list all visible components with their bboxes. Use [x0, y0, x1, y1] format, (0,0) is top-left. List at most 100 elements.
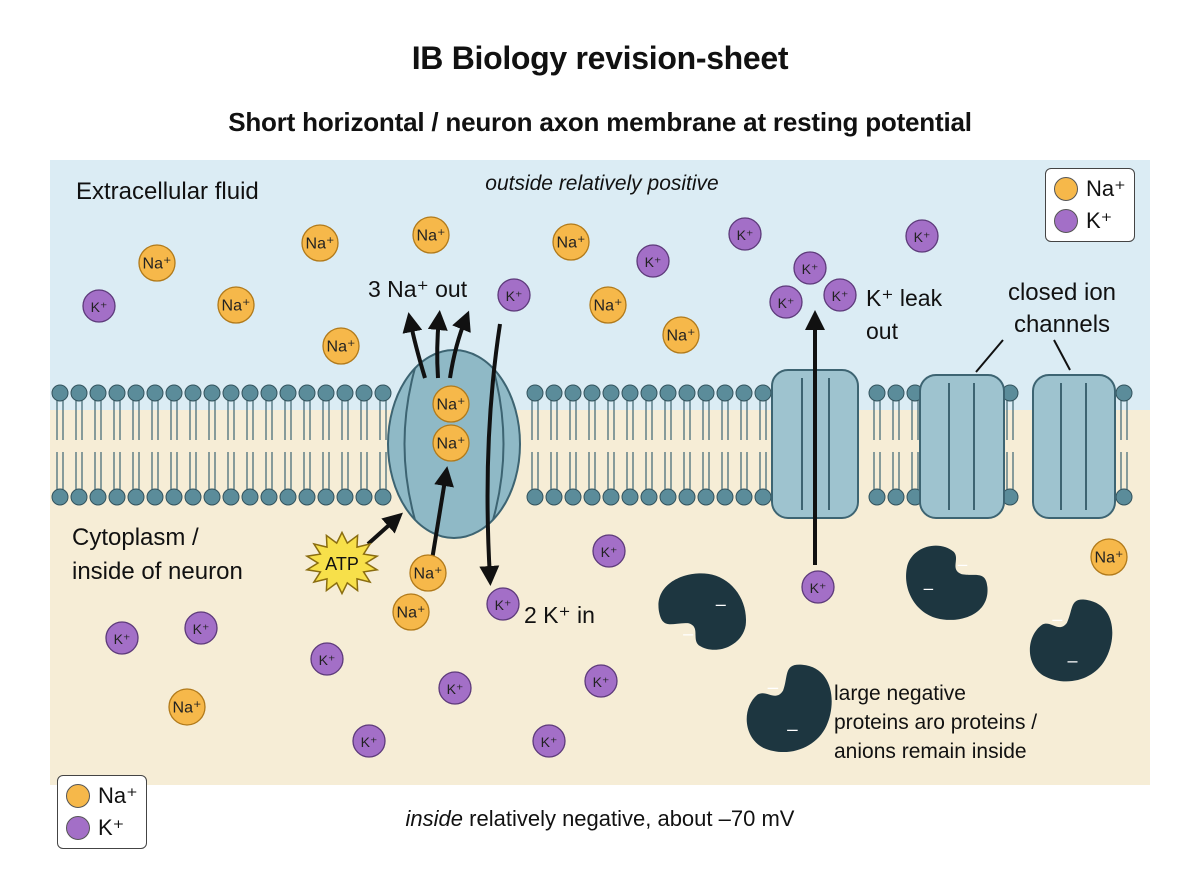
- phospholipid: [317, 384, 335, 506]
- negative-charge: –: [958, 555, 968, 574]
- sodium-symbol: Na⁺: [222, 298, 251, 315]
- phospholipid: [127, 384, 145, 506]
- potassium-ion: K⁺: [592, 534, 626, 568]
- phospholipid: [70, 384, 88, 506]
- potassium-symbol: K⁺: [832, 288, 849, 304]
- phospholipid: [89, 384, 107, 506]
- legend-row-potassium: K⁺: [1054, 205, 1126, 237]
- sodium-symbol: Na⁺: [667, 328, 696, 345]
- sodium-symbol: Na⁺: [327, 339, 356, 356]
- k-leak-label-line2: out: [866, 318, 899, 344]
- potassium-ion: K⁺: [486, 587, 520, 621]
- potassium-ion: K⁺: [105, 621, 139, 655]
- sodium-swatch: [1054, 177, 1078, 201]
- negative-charge: –: [683, 623, 693, 643]
- na-uptake-arrow: [430, 466, 454, 561]
- potassium-symbol: K⁺: [193, 621, 210, 637]
- sodium-ion: Na⁺: [589, 286, 627, 324]
- closed-channel-pointer-1: [975, 339, 1004, 373]
- anion-protein: ––: [746, 664, 832, 752]
- phospholipid: [184, 384, 202, 506]
- sodium-symbol: Na⁺: [557, 235, 586, 252]
- potassium-symbol: K⁺: [541, 734, 558, 750]
- inside-italic: inside: [405, 806, 464, 831]
- extracellular-region: [50, 160, 1150, 410]
- sodium-swatch-bottom: [66, 784, 90, 808]
- potassium-symbol: K⁺: [778, 295, 795, 311]
- anion-protein: ––: [1030, 599, 1113, 682]
- legend-potassium-label-bottom: K⁺: [98, 815, 125, 840]
- phospholipid: [374, 384, 392, 506]
- potassium-ion: K⁺: [905, 219, 939, 253]
- potassium-ion: K⁺: [769, 285, 803, 319]
- cytoplasm-label-line1: Cytoplasm /: [72, 524, 199, 551]
- legend-sodium-label: Na⁺: [1086, 176, 1126, 201]
- sodium-symbol: Na⁺: [414, 566, 443, 583]
- phospholipid: [640, 384, 658, 506]
- potassium-ion: K⁺: [584, 664, 618, 698]
- sodium-symbol: Na⁺: [306, 236, 335, 253]
- potassium-ion: K⁺: [438, 671, 472, 705]
- phospholipid: [279, 384, 297, 506]
- negative-charge: –: [787, 719, 798, 740]
- potassium-ion: K⁺: [728, 217, 762, 251]
- potassium-symbol: K⁺: [914, 229, 931, 245]
- potassium-ion: K⁺: [532, 724, 566, 758]
- sodium-symbol: Na⁺: [594, 298, 623, 315]
- phospholipid: [697, 384, 715, 506]
- atp-label: ATP: [325, 554, 359, 574]
- phospholipid: [678, 384, 696, 506]
- page-subtitle: Short horizontal / neuron axon membrane …: [228, 107, 972, 137]
- legend-bottom-left: Na⁺ K⁺: [57, 775, 147, 849]
- phospholipid: [659, 384, 677, 506]
- sodium-ion: Na⁺: [432, 385, 470, 423]
- closed-channel-pointer-2: [1053, 339, 1071, 371]
- phospholipid: [222, 384, 240, 506]
- phospholipid: [716, 384, 734, 506]
- sodium-ion: Na⁺: [409, 554, 447, 592]
- potassium-symbol: K⁺: [645, 254, 662, 270]
- potassium-ion: K⁺: [793, 251, 827, 285]
- potassium-symbol: K⁺: [447, 681, 464, 697]
- anion-protein: ––: [906, 545, 988, 620]
- atp-starburst: ATP: [304, 530, 380, 596]
- closed-ion-channel-2: [1032, 374, 1116, 519]
- negative-charge: –: [768, 677, 779, 698]
- membrane-potential-caption: inside relatively negative, about –70 mV: [0, 806, 1200, 832]
- legend-sodium-label-bottom: Na⁺: [98, 783, 138, 808]
- potassium-swatch-bottom: [66, 816, 90, 840]
- phospholipid: [621, 384, 639, 506]
- anion-protein: ––: [658, 573, 746, 650]
- anion-proteins: ––––––––: [658, 545, 1113, 752]
- potassium-ion: K⁺: [352, 724, 386, 758]
- phospholipid-bilayer: [51, 384, 1133, 506]
- potassium-symbol: K⁺: [737, 227, 754, 243]
- phospholipid: [1115, 384, 1133, 506]
- legend-row-sodium: Na⁺: [1054, 173, 1126, 205]
- phospholipid: [868, 384, 886, 506]
- phospholipid: [203, 384, 221, 506]
- atp-arrow: [366, 512, 403, 546]
- na-out-label: 3 Na⁺ out: [368, 276, 468, 302]
- legend-top-right: Na⁺ K⁺: [1045, 168, 1135, 242]
- phospholipid: [1001, 384, 1019, 506]
- potassium-symbol: K⁺: [319, 652, 336, 668]
- anions-label-line1: large negative: [834, 682, 966, 705]
- k-in-label: 2 K⁺ in: [524, 602, 595, 628]
- sodium-ion: Na⁺: [168, 688, 206, 726]
- negative-charge: –: [716, 594, 726, 614]
- na-out-arrow-3: [448, 310, 471, 379]
- outside-positive-label: outside relatively positive: [485, 172, 718, 195]
- potassium-symbol: K⁺: [601, 544, 618, 560]
- closed-channels-label-line1: closed ion: [1008, 279, 1116, 306]
- sodium-ion: Na⁺: [552, 223, 590, 261]
- potassium-symbol: K⁺: [361, 734, 378, 750]
- legend-row-potassium-bottom: K⁺: [66, 812, 138, 844]
- page-title: IB Biology revision-sheet: [411, 40, 789, 76]
- sodium-ion: Na⁺: [392, 593, 430, 631]
- k-leak-label-line1: K⁺ leak: [866, 285, 943, 311]
- sodium-symbol: Na⁺: [397, 605, 426, 622]
- potassium-symbol: K⁺: [114, 631, 131, 647]
